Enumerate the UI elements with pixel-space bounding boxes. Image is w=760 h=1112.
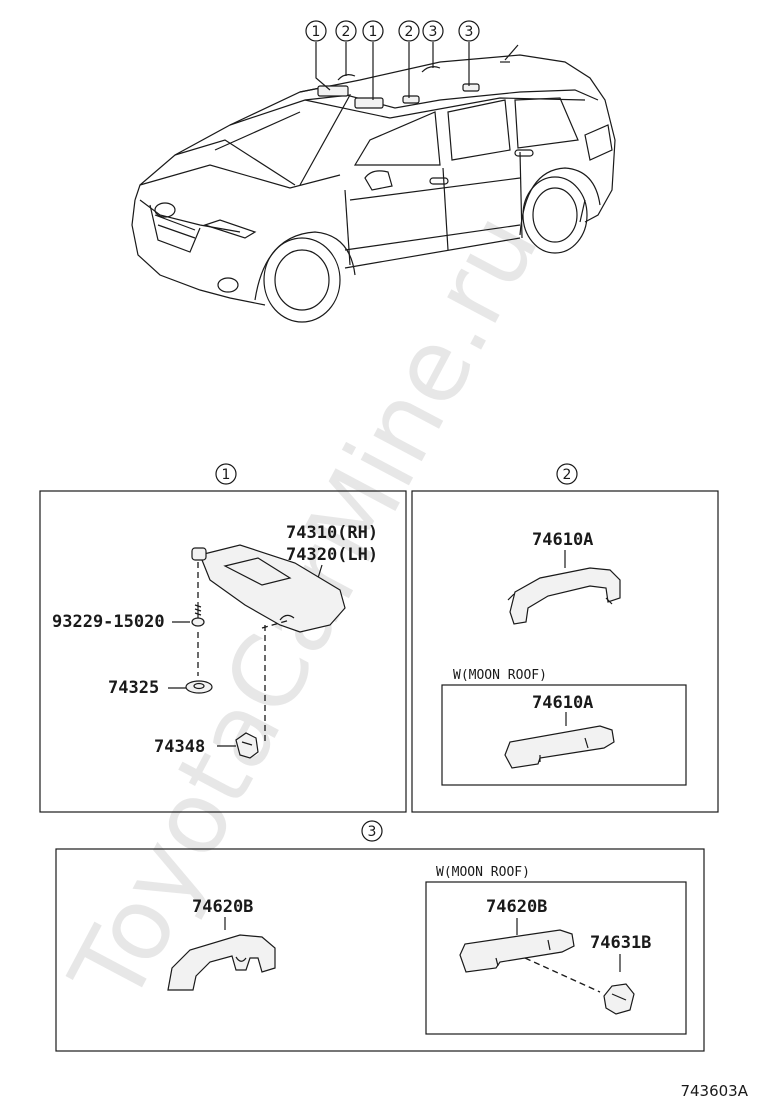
screw-part — [191, 602, 205, 627]
callout-1: 1 — [312, 24, 321, 40]
callout-circle — [422, 20, 444, 42]
section-1-number: 1 — [222, 467, 231, 483]
section-3-marker — [361, 820, 383, 842]
sun-visor-rh-label: 74310(RH) — [286, 523, 378, 543]
clip-label: 74631B — [590, 933, 651, 953]
section-2-number: 2 — [563, 467, 572, 483]
callout-circle — [398, 20, 420, 42]
section-3-frame — [55, 848, 705, 1052]
section-2-frame — [411, 490, 719, 813]
moon-roof-variant-title: W(MOON ROOF) — [453, 668, 547, 683]
variant-grip-b-label: 74620B — [486, 897, 547, 917]
washer-part — [185, 680, 213, 694]
overview-callouts: 1 2 1 2 3 3 — [305, 20, 480, 42]
sun-visor-part — [199, 544, 346, 633]
moon-roof-variant-frame — [441, 684, 687, 786]
callout-3b: 3 — [465, 24, 474, 40]
callout-circle — [305, 20, 327, 42]
moon-roof-variant-b-title: W(MOON ROOF) — [436, 865, 530, 880]
grip-b-part — [167, 934, 276, 991]
variant-grip-b-part — [459, 929, 575, 973]
section-2-roof-grip: 2 74610A W(MOON ROOF) 74610A — [411, 463, 719, 813]
variant-grip-label: 74610A — [532, 693, 593, 713]
grip-part — [509, 567, 621, 625]
section-3-number: 3 — [368, 824, 377, 840]
vehicle-illustration — [131, 42, 616, 323]
section-1-frame — [39, 490, 407, 813]
holder-part — [235, 732, 259, 759]
grip-label: 74610A — [532, 530, 593, 550]
callout-circle — [362, 20, 384, 42]
callout-2: 2 — [342, 24, 351, 40]
section-1-marker — [215, 463, 237, 485]
holder-label: 74348 — [154, 737, 205, 757]
section-2-marker — [556, 463, 578, 485]
variant-grip-part — [504, 725, 615, 769]
clip-part — [603, 983, 635, 1015]
sun-visor-lh-label: 74320(LH) — [286, 545, 378, 565]
screw-label: 93229-15020 — [52, 612, 165, 632]
callout-circle — [335, 20, 357, 42]
figure-code: 743603A — [680, 1082, 748, 1100]
callout-1b: 1 — [369, 24, 378, 40]
section-1-sun-visor: 1 74310(RH) 74320(LH) 93229-15020 74325 — [39, 463, 407, 813]
moon-roof-variant-b-frame — [425, 881, 687, 1035]
callout-3: 3 — [429, 24, 438, 40]
section-3-roof-grip: 3 74620B W(MOON ROOF) 74620B 74631B — [55, 820, 705, 1052]
callout-2b: 2 — [405, 24, 414, 40]
washer-label: 74325 — [108, 678, 159, 698]
callout-circle — [458, 20, 480, 42]
grip-b-label: 74620B — [192, 897, 253, 917]
